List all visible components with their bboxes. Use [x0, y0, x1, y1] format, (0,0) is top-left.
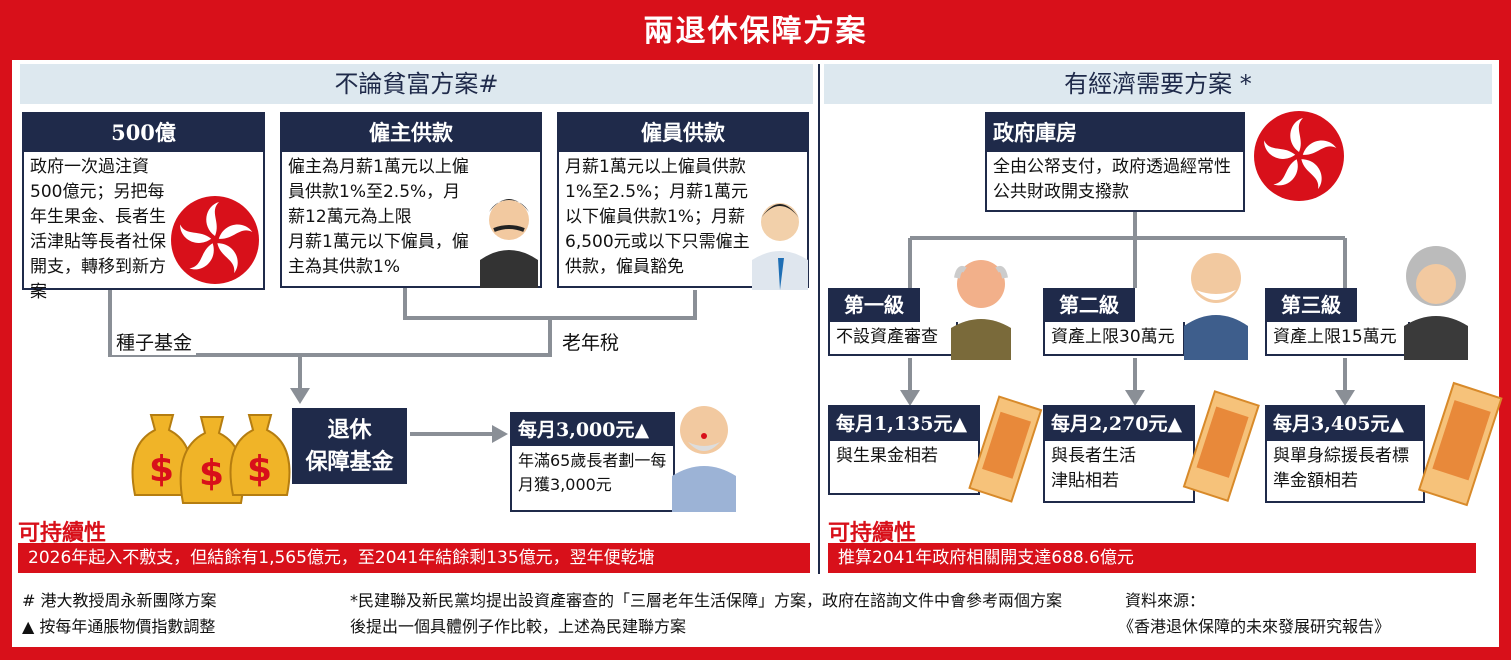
right-sustainability-bar: 推算2041年政府相關開支達688.6億元 [828, 543, 1476, 573]
employer-figure-icon [480, 199, 538, 288]
left-section-header: 不論貧富方案# [20, 64, 813, 104]
level-3: 第三級 資產上限15萬元 [1265, 288, 1410, 356]
banknote-stack-icon [968, 395, 1043, 503]
footnote-star: *民建聯及新民黨均提出設資產審查的「三層老年生活保障」方案，政府在諮詢文件中會參… [350, 591, 1063, 636]
level-amount: 每月1,135元▲ [830, 407, 978, 441]
banknote-stack-icon [1417, 381, 1503, 507]
level-amount: 每月3,405元▲ [1267, 407, 1423, 441]
level-tag: 第三級 [1265, 288, 1357, 322]
money-bags-icon: $ $ $ [131, 414, 291, 504]
elderly-man-figure-icon [1184, 253, 1248, 360]
box-employer-contribution: 僱主供款 僱主為月薪1萬元以上僱員供款1%至2.5%，月薪12萬元為上限 月薪1… [280, 112, 542, 288]
box-title: 500億 [24, 114, 263, 152]
level-tag: 第一級 [828, 288, 920, 322]
source-label: 資料來源： [1125, 591, 1206, 610]
left-sustainability-bar: 2026年起入不敷支，但結餘有1,565億元，至2041年結餘剩135億元，翌年… [18, 543, 810, 573]
left-payment-box: 每月3,000元▲ 年滿65歲長者劃一每月獲3,000元 [510, 412, 675, 512]
page-title: 兩退休保障方案 [643, 14, 868, 49]
banknote-stack-icon [1182, 390, 1260, 502]
elderly-woman-figure-icon [1404, 246, 1468, 360]
elderly-man-figure-icon [672, 406, 736, 512]
retirement-fund: 退休 保障基金 [292, 408, 407, 484]
elderly-man-figure-icon [951, 260, 1011, 360]
box-title: 僱主供款 [282, 114, 540, 152]
footnote-hash: # 港大教授周永新團隊方案 [22, 591, 217, 610]
level-desc: 與長者生活津貼相若 [1051, 446, 1136, 491]
level-1: 第一級 不設資產審查 [828, 288, 958, 356]
source-text: 《香港退休保障的未來發展研究報告》 [1118, 617, 1391, 636]
level-desc: 與生果金相若 [836, 446, 938, 466]
level-desc: 與單身綜援長者標準金額相若 [1273, 446, 1409, 491]
seed-fund-label: 種子基金 [112, 328, 197, 355]
svg-text:$: $ [149, 449, 174, 490]
level-1-amount-box: 每月1,135元▲ 與生果金相若 [828, 405, 980, 495]
box-text: 政府一次過注資500億元；另把每年生果金、長者生活津貼等長者社保開支，轉移到新方… [30, 157, 166, 302]
hk-bauhinia-emblem-icon [1254, 111, 1344, 201]
box-title: 僱員供款 [559, 114, 807, 152]
treasury-title: 政府庫房 [987, 114, 1243, 152]
box-text: 僱主為月薪1萬元以上僱員供款1%至2.5%，月薪12萬元為上限 月薪1萬元以下僱… [288, 157, 469, 277]
treasury-box: 政府庫房 全由公帑支付，政府透過經常性公共財政開支撥款 [985, 112, 1245, 212]
svg-text:$: $ [199, 453, 224, 494]
level-condition: 不設資產審查 [828, 322, 958, 356]
payment-text: 年滿65歲長者劃一每月獲3,000元 [518, 451, 667, 494]
left-sustainability-title: 可持續性 [18, 520, 107, 546]
footnote-triangle: ▲ 按每年通脹物價指數調整 [22, 617, 216, 636]
section-divider [818, 64, 820, 574]
old-age-tax-label: 老年稅 [558, 328, 624, 355]
level-2-amount-box: 每月2,270元▲ 與長者生活津貼相若 [1043, 405, 1195, 503]
svg-text:$: $ [247, 449, 272, 490]
right-section-header: 有經濟需要方案 * [824, 64, 1492, 104]
box-text: 月薪1萬元以上僱員供款1%至2.5%；月薪1萬元以下僱員供款1%；月薪6,500… [565, 157, 750, 277]
level-condition: 資產上限30萬元 [1043, 322, 1185, 356]
employee-figure-icon [752, 203, 808, 290]
level-tag: 第二級 [1043, 288, 1135, 322]
level-2: 第二級 資產上限30萬元 [1043, 288, 1185, 356]
level-3-amount-box: 每月3,405元▲ 與單身綜援長者標準金額相若 [1265, 405, 1425, 503]
payment-amount: 每月3,000元▲ [512, 414, 673, 446]
treasury-text: 全由公帑支付，政府透過經常性公共財政開支撥款 [993, 157, 1231, 202]
level-condition: 資產上限15萬元 [1265, 322, 1410, 356]
right-sustainability-title: 可持續性 [828, 520, 917, 546]
hk-bauhinia-emblem-icon [171, 196, 259, 284]
level-amount: 每月2,270元▲ [1045, 407, 1193, 441]
